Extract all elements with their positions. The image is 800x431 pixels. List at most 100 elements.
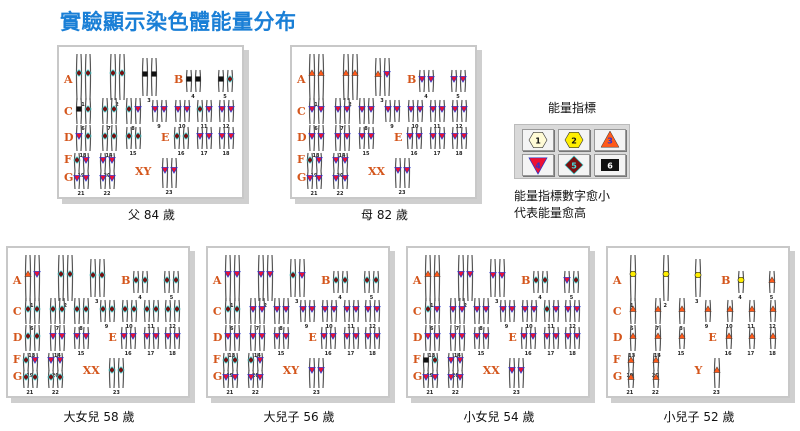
chromosome-pair-1: [629, 254, 637, 301]
chromosome-pair-9: [703, 300, 712, 323]
chromosome-pair-22: [99, 170, 116, 190]
group-label-b: B: [407, 73, 417, 86]
chromosome-number: 11: [200, 124, 208, 130]
group-label-f: F: [64, 153, 72, 166]
chromosome-pair-1: [24, 254, 41, 301]
chromosome-number: 11: [433, 124, 441, 130]
legend-note-line2: 代表能量愈高: [514, 206, 587, 220]
chromosome-number: 3: [494, 298, 499, 305]
chromosome-pair-8: [473, 298, 490, 325]
chromosome-pair-19: [422, 352, 439, 371]
group-label-d: D: [12, 330, 23, 344]
group-label-g: G: [612, 370, 623, 384]
page-title: 實驗顯示染色體能量分布: [60, 10, 297, 34]
chromosome-number: 13: [79, 153, 87, 159]
chromosome-pair-17: [196, 126, 213, 150]
chromosome-number: 9: [157, 124, 161, 130]
legend-item-6: 6: [594, 154, 626, 176]
chromosome-pair-2: [662, 254, 670, 301]
group-label-g: G: [212, 370, 223, 384]
panel-caption-mother: 母 82 歲: [361, 208, 408, 222]
sex-chromosome-label: XX: [82, 364, 100, 378]
chromosome-pair-5: [163, 270, 181, 293]
group-label-c: C: [64, 105, 73, 118]
chromosome-number: 13: [28, 352, 36, 359]
chromosome-pair-20: [652, 352, 660, 371]
chromosome-number: 5: [223, 94, 227, 100]
chromosome-number: 14: [253, 352, 261, 359]
chromosome-pair-18: [164, 326, 182, 349]
chromosome-number: 1: [314, 102, 318, 108]
chromosome-pair-12: [451, 99, 468, 123]
chromosome-number: 18: [368, 350, 376, 357]
chromosome-pair-21: [222, 370, 239, 389]
group-label-d: D: [612, 330, 623, 344]
chromosome-number: 20: [451, 372, 459, 379]
chromosome-number: 11: [547, 324, 555, 331]
chromosome-number: 10: [411, 124, 419, 130]
chromosome-number: 23: [512, 389, 520, 396]
chromosome-number: 22: [451, 390, 459, 397]
chromosome-number: 12: [168, 324, 176, 331]
group-label-a: A: [412, 273, 422, 287]
chromosome-pair-11: [196, 99, 213, 123]
chromosome-number: 5: [769, 294, 774, 301]
sex-chromosome-label: XY: [282, 364, 300, 378]
chromosome-pair-15: [358, 126, 375, 150]
chromosome-pair-9: [498, 300, 516, 323]
svg-text:3: 3: [607, 137, 613, 146]
chromosome-number: 7: [340, 126, 344, 132]
chromosome-number: 8: [679, 326, 683, 333]
chromosome-pair-14: [101, 124, 118, 152]
group-label-f: F: [212, 352, 221, 366]
chromosome-number: 15: [129, 151, 137, 157]
chromosome-pair-5: [450, 69, 467, 93]
chromosome-pair-17: [542, 326, 560, 349]
chromosome-number: 20: [251, 372, 259, 379]
chromosome-number: 9: [704, 324, 709, 331]
chromosome-pair-19: [222, 352, 239, 371]
chromosome-pair-2: [342, 53, 359, 101]
chromosome-number: 6: [630, 326, 634, 333]
chromosome-number: 12: [568, 324, 576, 331]
energy-triangle-up-icon: 3: [600, 130, 620, 148]
chromosome-number: 6: [314, 126, 318, 132]
chromosome-number: 2: [663, 302, 667, 309]
chromosome-number: 16: [410, 151, 418, 157]
chromosome-number: 17: [433, 151, 441, 157]
group-label-d: D: [412, 330, 423, 344]
chromosome-pair-17: [342, 326, 360, 349]
chromosome-number: 4: [338, 294, 342, 301]
chromosome-pair-11: [543, 300, 560, 323]
chromosome-pair-9: [384, 99, 401, 123]
chromosome-number: 1: [81, 102, 85, 108]
chromosome-pair-23: [508, 357, 526, 388]
chromosome-number: 21: [626, 390, 634, 397]
chromosome-pair-4: [418, 69, 435, 93]
chromosome-pair-8: [125, 97, 142, 125]
chromosome-pair-3: [288, 258, 306, 297]
chromosome-number: 12: [368, 324, 376, 331]
chromosome-number: 22: [651, 390, 659, 397]
chromosome-number: 23: [712, 389, 720, 396]
chromosome-pair-7: [334, 97, 351, 125]
chromosome-pair-11: [429, 99, 446, 123]
chromosome-number: 13: [312, 153, 320, 159]
chromosome-number: 11: [147, 324, 155, 331]
chromosome-number: 5: [456, 94, 460, 100]
group-label-b: B: [721, 273, 731, 287]
group-label-b: B: [121, 273, 131, 287]
legend-item-5: 5: [558, 154, 590, 176]
chromosome-pair-13: [308, 124, 325, 152]
group-label-e: E: [708, 330, 717, 344]
chromosome-number: 3: [380, 98, 384, 104]
chromosome-pair-7: [101, 97, 118, 125]
chromosome-number: 18: [455, 151, 463, 157]
chromosome-number: 9: [390, 124, 394, 130]
group-label-g: G: [297, 171, 307, 184]
chromosome-pair-11: [143, 300, 160, 323]
chromosome-pair-17: [748, 326, 756, 349]
group-label-b: B: [521, 273, 531, 287]
chromosome-pair-23: [394, 157, 411, 189]
chromosome-number: 1: [430, 302, 434, 309]
